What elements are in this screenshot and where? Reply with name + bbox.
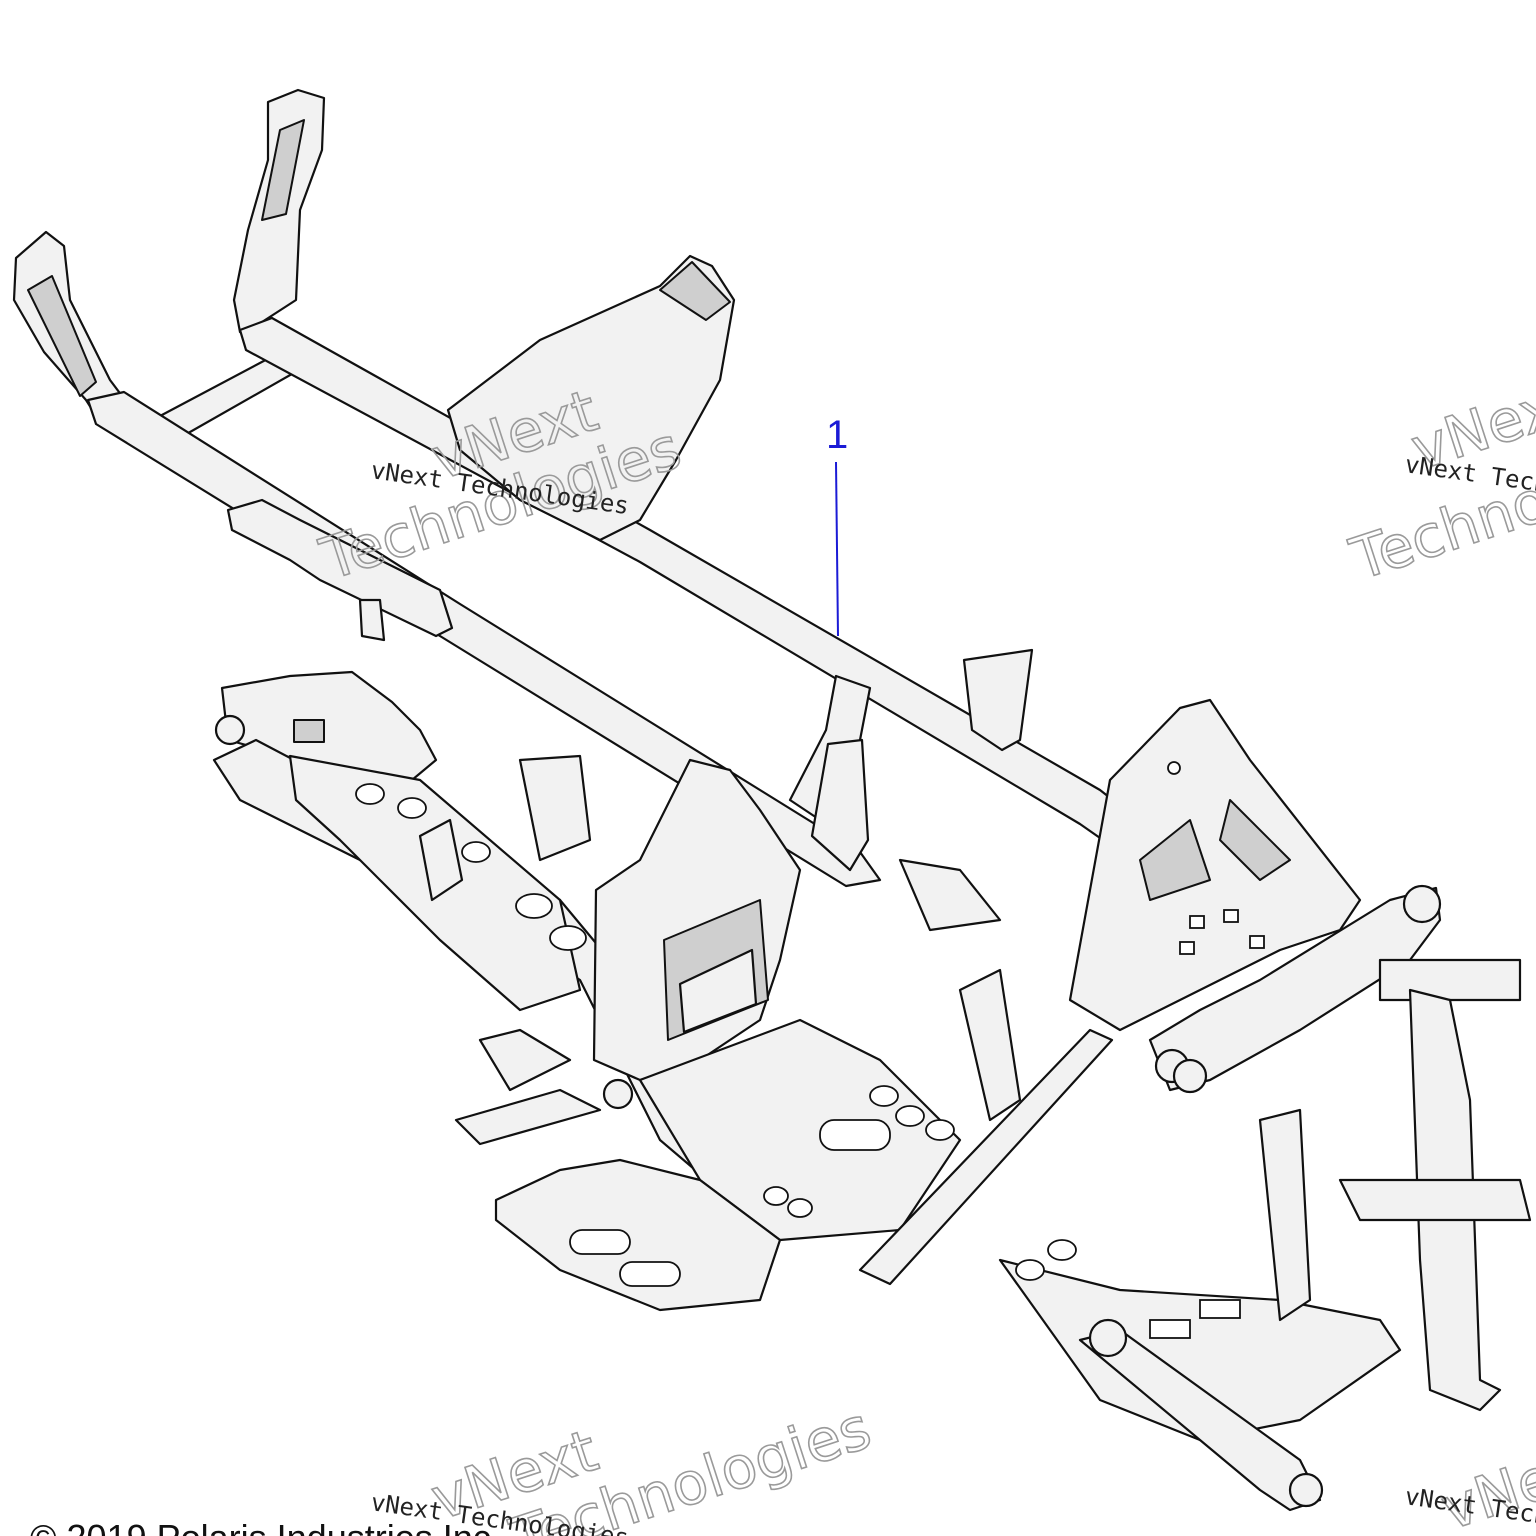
callout-1: 1 bbox=[826, 413, 848, 637]
upper-frame bbox=[12, 88, 1242, 928]
callout-label-1: 1 bbox=[826, 413, 848, 457]
footrest-plate bbox=[494, 1158, 782, 1312]
watermark-bottom-center: vNext Technologies vNext Technologies bbox=[369, 1393, 879, 1536]
callout-leader-line bbox=[835, 461, 839, 637]
seat-tower-right bbox=[1068, 698, 1362, 1032]
copyright-notice: © 2019 Polaris Industries Inc. bbox=[30, 1517, 501, 1536]
side-bracket bbox=[226, 498, 454, 638]
watermark-bottom-right: vNext vNext Technologies bbox=[1403, 1425, 1536, 1536]
lower-cross-member bbox=[454, 1088, 602, 1146]
lower-frame bbox=[212, 670, 1532, 1512]
diagonal-brace bbox=[858, 1028, 1114, 1286]
watermark-top-right: vNext Technologies vNext Technologies bbox=[1342, 365, 1536, 594]
seat-mount-plate bbox=[446, 254, 736, 542]
